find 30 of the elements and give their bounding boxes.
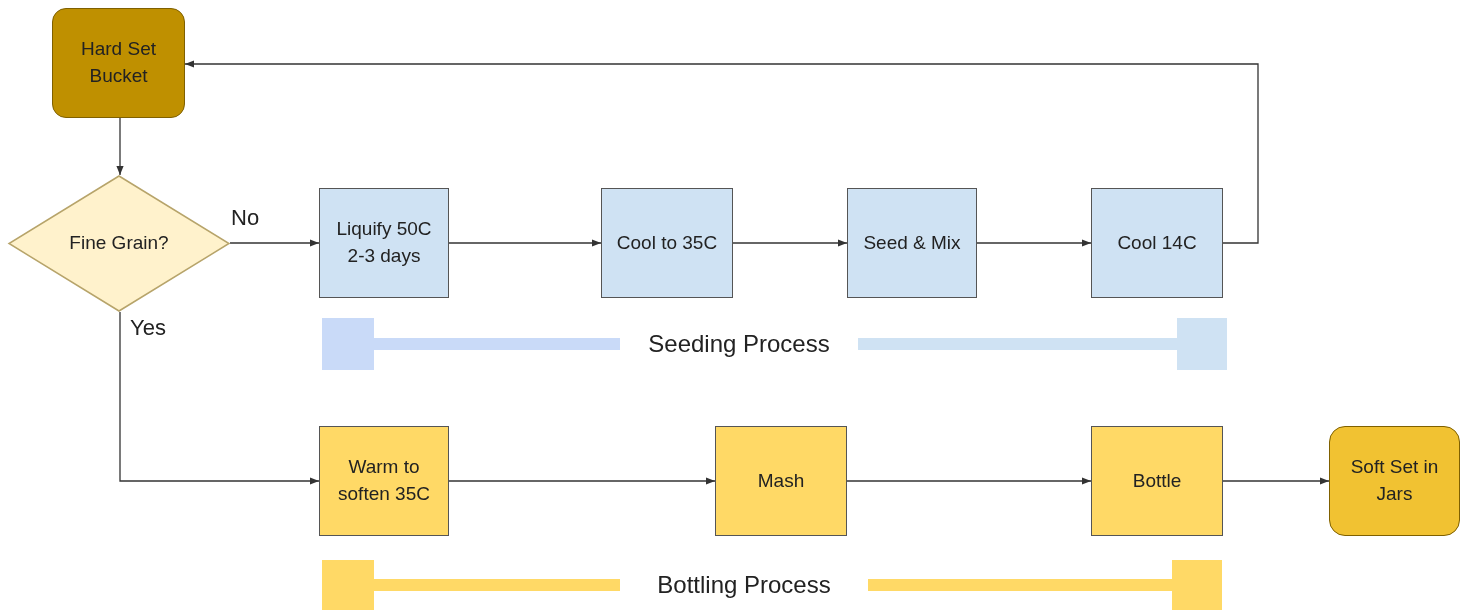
- arrow: [184, 60, 1259, 244]
- arrow: [448, 477, 716, 485]
- node-label: Mash: [756, 468, 806, 493]
- node-label: Fine Grain?: [68, 231, 170, 256]
- node-label: Liquify 50C 2-3 days: [335, 217, 433, 268]
- node-label: Hard Set Bucket: [80, 37, 157, 88]
- arrow: [732, 239, 848, 247]
- node-label: Warm to soften 35C: [337, 455, 431, 506]
- node-label: Cool to 35C: [615, 230, 719, 255]
- process-box: [601, 188, 733, 298]
- node-label: Soft Set in Jars: [1349, 455, 1440, 506]
- terminal-box: [52, 8, 185, 118]
- decision-diamond: [8, 175, 230, 312]
- node-label: Bottle: [1131, 468, 1183, 493]
- arrow: [119, 311, 320, 485]
- terminal-box: [1329, 426, 1460, 536]
- process-box: [715, 426, 847, 536]
- process-box: [319, 426, 449, 536]
- node-label: Cool 14C: [1116, 230, 1198, 255]
- arrow: [1222, 477, 1330, 485]
- process-box: [847, 188, 977, 298]
- arrow: [976, 239, 1092, 247]
- arrow: [116, 117, 124, 176]
- process-box: [1091, 188, 1223, 298]
- arrow: [846, 477, 1092, 485]
- process-box: [1091, 426, 1223, 536]
- node-label: Seed & Mix: [862, 230, 962, 255]
- process-box: [319, 188, 449, 298]
- arrow: [229, 239, 320, 247]
- arrow: [448, 239, 602, 247]
